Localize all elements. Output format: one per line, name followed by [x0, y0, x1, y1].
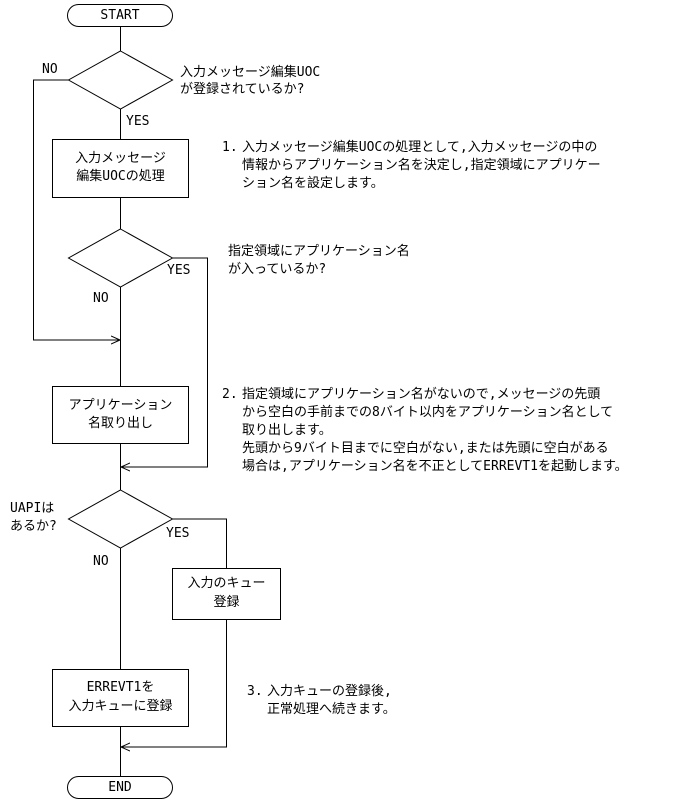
note-1-number: 1. [222, 140, 238, 155]
decision3-no-label: NO [93, 554, 109, 569]
yes-branch-line [121, 257, 208, 467]
decision1-question-line2: が登録されているか? [180, 82, 305, 97]
note-2-line: 指定領域にアプリケーション名がないので,メッセージの先頭 [242, 387, 601, 402]
decision1-no-label: NO [42, 62, 58, 77]
note-2-line: 先頭から9バイト目までに空白がない,または先頭に空白がある [242, 441, 609, 456]
process-queue-line1: 入力のキュー [187, 576, 266, 591]
process-uoc [52, 139, 189, 198]
process-uoc-line1: 入力メッセージ [75, 151, 166, 166]
process-uoc-line2: 編集UOCの処理 [76, 169, 165, 184]
decision1-question-line1: 入力メッセージ編集UOC [180, 65, 321, 80]
process-register-queue [172, 568, 281, 620]
decision3-question-line1: UAPIは [10, 501, 55, 516]
process-extract-appname [52, 386, 189, 444]
decision2-question-line1: 指定領域にアプリケーション名 [228, 244, 410, 259]
no-branch-line [33, 79, 121, 340]
note-1-line: 入力メッセージ編集UOCの処理として,入力メッセージの中の [242, 140, 598, 155]
decision2-question-line2: が入っているか? [228, 262, 327, 277]
note-1-line: 情報からアプリケーション名を決定し,指定領域にアプリケー [242, 158, 601, 173]
note-3-number: 3. [247, 684, 263, 699]
process-extract-line2: 名取り出し [87, 416, 153, 431]
note-1: 1. 入力メッセージ編集UOCの処理として,入力メッセージの中の 情報からアプリ… [222, 139, 682, 199]
decision3-question-line2: あるか? [10, 519, 57, 534]
yes-branch-line [172, 518, 227, 568]
decision2-no-label: NO [93, 291, 109, 306]
process-extract-line1: アプリケーション [68, 398, 173, 413]
process-errevt1-line1: ERREVT1を [86, 680, 155, 695]
decision2-yes-label: YES [167, 263, 191, 278]
process-register-errevt1 [52, 669, 189, 727]
decision3-yes-label: YES [166, 526, 190, 541]
decision-appname-set [67, 228, 174, 288]
note-1-line: ション名を設定します。 [242, 176, 384, 191]
note-3-line: 正常処理へ続きます。 [267, 702, 396, 717]
process-queue-line2: 登録 [213, 595, 240, 610]
end-terminal [67, 776, 173, 799]
note-2-line: から空白の手前までの8バイト以内をアプリケーション名として [242, 405, 614, 420]
decision1-yes-label: YES [126, 114, 150, 129]
note-2-line: 取り出します。 [242, 423, 332, 438]
end-label: END [108, 780, 132, 795]
note-2: 2. 指定領域にアプリケーション名がないので,メッセージの先頭 から空白の手前ま… [222, 386, 682, 482]
start-terminal [67, 4, 173, 27]
note-2-number: 2. [222, 387, 238, 402]
decision-uapi-exists [67, 489, 174, 549]
process-errevt1-line2: 入力キューに登録 [68, 699, 173, 714]
start-label: START [100, 8, 140, 23]
note-3: 3. 入力キューの登録後, 正常処理へ続きます。 [247, 683, 547, 723]
decision-uoc-registered [67, 50, 174, 110]
note-2-line: 場合は,アプリケーション名を不正としてERREVT1を起動します。 [242, 459, 628, 474]
merge-line [121, 620, 227, 747]
note-3-line: 入力キューの登録後, [267, 684, 392, 699]
